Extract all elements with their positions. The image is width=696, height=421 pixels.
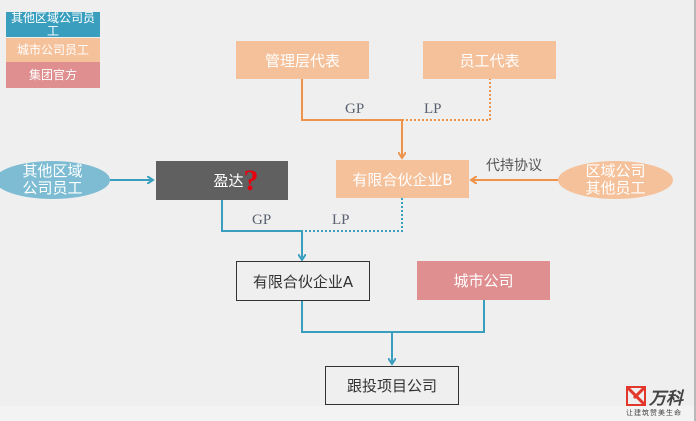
line-1: 其他区域	[22, 162, 83, 180]
node-employee-rep: 员工代表	[423, 41, 556, 79]
node-partnership-a: 有限合伙企业A	[236, 261, 370, 301]
node-yingda-label: 盈达	[213, 172, 244, 190]
node-yingda: 盈达?	[156, 161, 288, 200]
node-project-company-label: 跟投项目公司	[346, 377, 437, 395]
edge-employee-lp	[402, 78, 491, 121]
logo-slogan: 让建筑赞美生命	[626, 409, 682, 417]
question-mark-icon: ?	[243, 163, 259, 197]
label-agreement: 代持协议	[486, 158, 542, 174]
node-city-company-label: 城市公司	[453, 272, 514, 290]
node-partnership-b: 有限合伙企业B	[336, 160, 469, 198]
node-management-rep: 管理层代表	[236, 41, 369, 79]
node-employee-rep-label: 员工代表	[459, 51, 520, 70]
legend-group-official: 集团官方	[6, 62, 100, 88]
node-partnership-b-label: 有限合伙企业B	[352, 170, 453, 189]
logo-name: 万科	[649, 389, 683, 409]
edge-partnership-b-lp	[302, 198, 403, 232]
legend-city-company-staff: 城市公司员工	[6, 38, 100, 62]
label-top-lp: LP	[424, 101, 442, 117]
label-top-gp: GP	[345, 101, 365, 117]
node-project-company: 跟投项目公司	[325, 366, 459, 405]
node-city-company: 城市公司	[417, 261, 550, 300]
line-2: 公司员工	[22, 179, 83, 197]
vanke-logo-icon	[626, 386, 646, 406]
node-other-region-staff-left: 其他区域公司员工	[0, 161, 110, 199]
node-partnership-a-label: 有限合伙企业A	[252, 272, 354, 291]
slide-border	[694, 0, 696, 421]
node-management-rep-label: 管理层代表	[264, 51, 340, 70]
line-1: 区域公司	[585, 162, 646, 180]
edge-partnership-a-down	[301, 299, 485, 333]
bottom-strip	[0, 406, 696, 421]
edge-yingda-gp	[221, 199, 302, 232]
edge-management-gp	[301, 78, 402, 121]
label-bottom-lp: LP	[332, 212, 350, 228]
legend-other-region-staff: 其他区域公司员工	[6, 11, 100, 37]
vanke-logo: 万科 让建筑赞美生命	[624, 384, 694, 420]
line-2: 其他员工	[585, 179, 646, 197]
node-other-region-staff-right: 区域公司其他员工	[558, 161, 673, 199]
label-bottom-gp: GP	[252, 212, 272, 228]
